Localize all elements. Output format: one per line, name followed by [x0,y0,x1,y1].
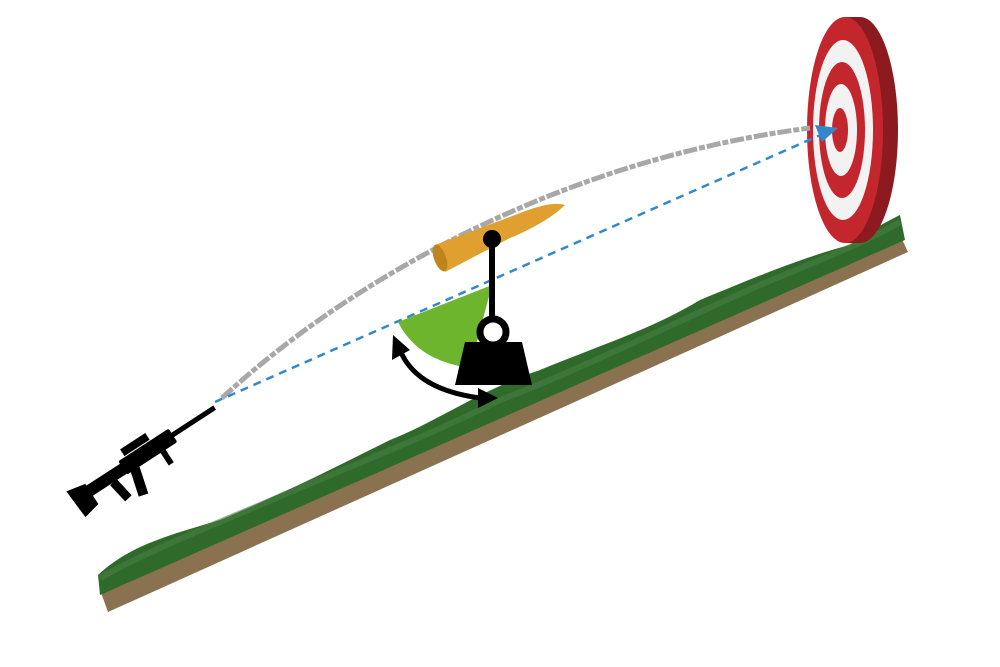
trajectory-arc [220,125,811,400]
rifle-icon [66,405,217,518]
target-icon [807,17,898,243]
ground-strip [98,215,908,612]
pendulum-weight-icon [455,230,532,385]
sight-arrowhead-icon [815,125,838,142]
curved-arrow-icon [392,335,498,408]
